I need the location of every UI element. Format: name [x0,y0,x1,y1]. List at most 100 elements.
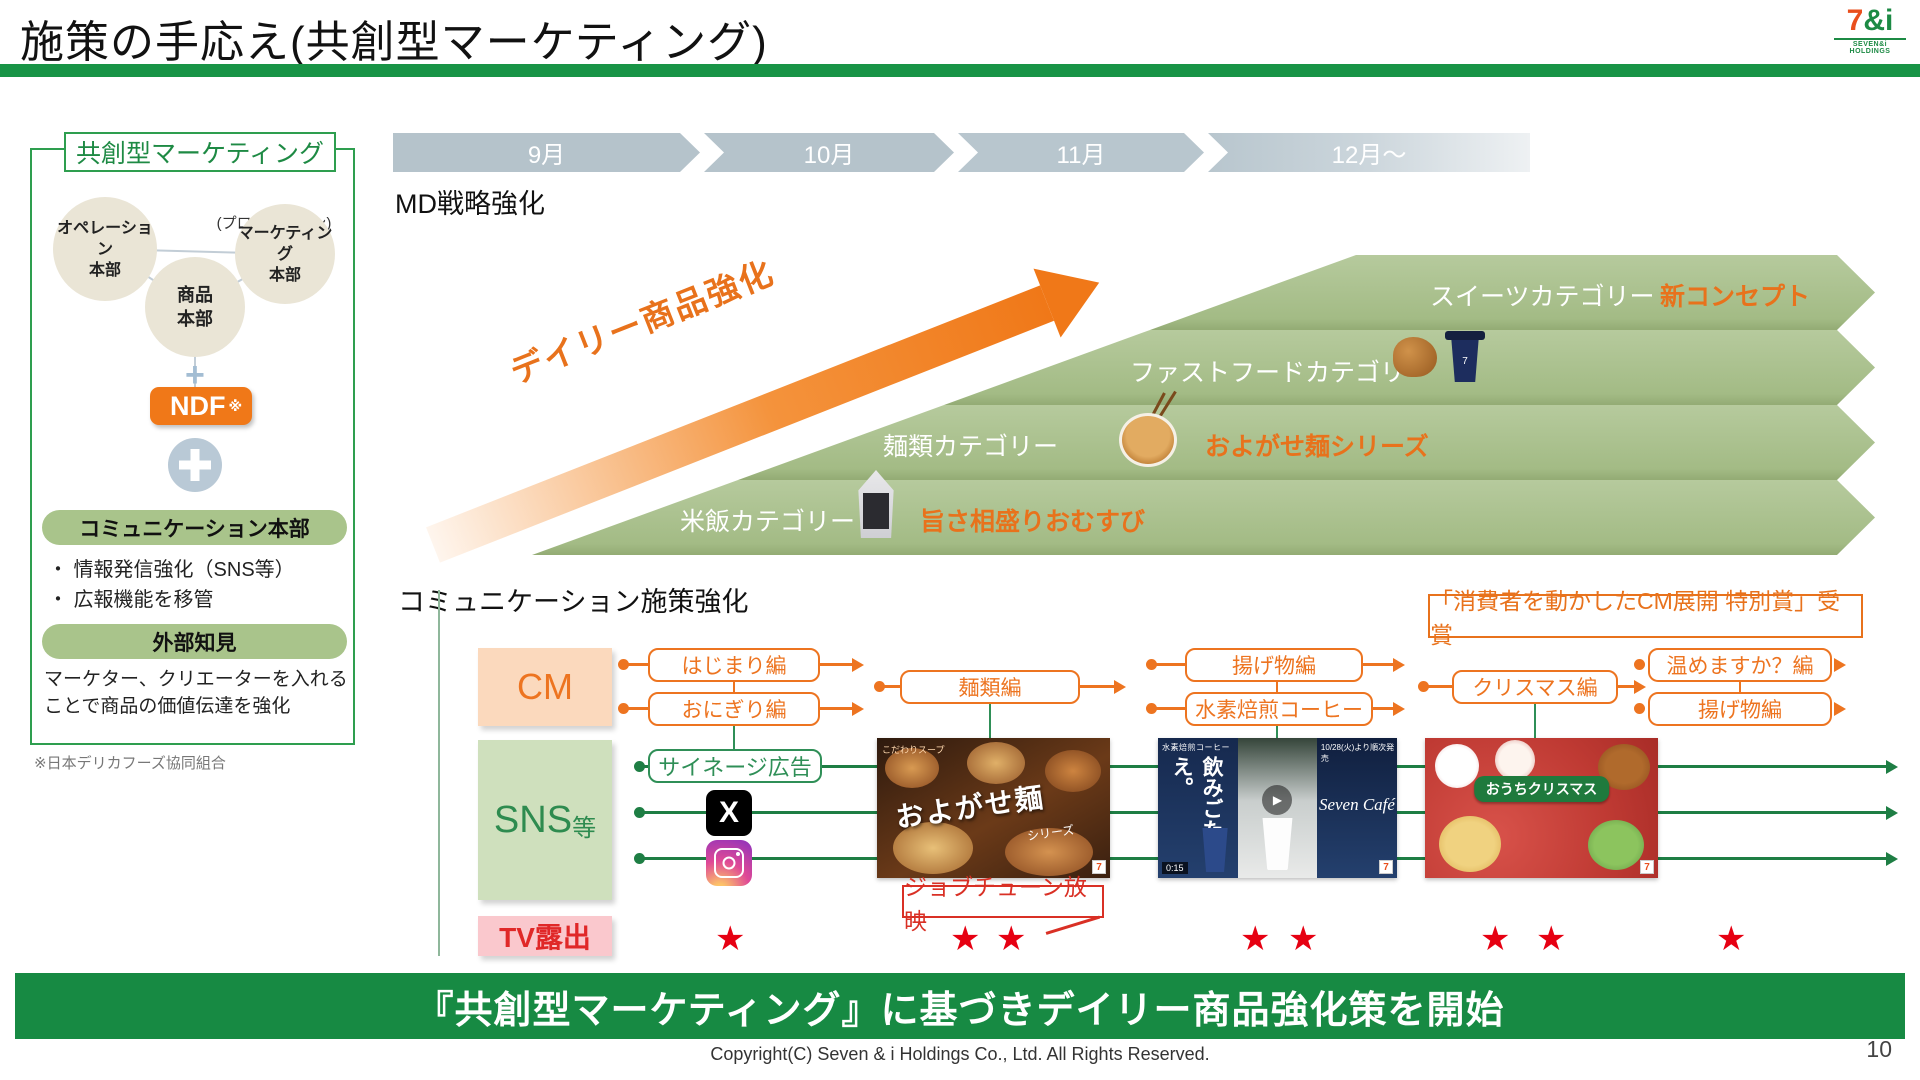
coffee-ad-duration: 0:15 [1162,862,1188,874]
cm-connector-dot [1634,659,1645,670]
growth-arrow-label: デイリー商品強化 [505,253,780,391]
plus-connector: + [185,356,205,394]
onigiri-label-band [863,493,889,529]
sns-line-arrow [1886,760,1898,774]
timeline-month-dec: 12月～ [1208,133,1530,172]
cm-box-agemono-2: 揚げ物編 [1648,692,1832,726]
cm-pair-stub [1276,682,1278,692]
cm-connector-arrow [1834,702,1846,716]
sns-label-text: SNS [493,798,573,841]
tv-star: ★ [1240,920,1271,958]
month-label: 10月 [803,142,855,169]
cm-box-hajimari: はじまり編 [648,648,820,682]
ramen-bowl-icon [1119,413,1177,467]
cm-connector-arrow [852,702,864,716]
md-section-title: MD戦略強化 [395,189,545,219]
cm-to-sns-stub [989,704,991,740]
cm-connector-line [1150,663,1185,666]
cm-connector-line [1618,685,1634,688]
cm-connector-line [1080,685,1114,688]
rice-highlight: 旨さ相盛りおむすび [920,508,1146,536]
cm-to-sns-stub [1534,704,1536,740]
sns-line-arrow [1886,852,1898,866]
tv-star: ★ [1288,920,1319,958]
sns-label-suffix: 等 [572,814,597,842]
x-glyph: X [718,796,739,829]
instagram-icon [706,840,752,886]
cm-box-agemono-1: 揚げ物編 [1185,648,1363,682]
timeline-month-oct: 10月 [704,133,954,172]
coffee-ad-date: 10/28(火)より順次発売 [1320,743,1395,763]
timeline-month-sep: 9月 [393,133,700,172]
noodles-highlight: およがせ麺シリーズ [1205,433,1429,461]
sns-line-dot [634,761,645,772]
tv-star: ★ [996,920,1027,958]
cm-connector-dot [1634,703,1645,714]
cm-to-sns-stub [733,726,735,752]
coffee-ad-brand: Seven Café [1318,795,1395,815]
cm-connector-line [622,663,650,666]
tv-star: ★ [1480,920,1511,958]
sweets-highlight: 新コンセプト [1660,283,1811,311]
comm-bullet-2: ・ 広報機能を移管 [48,589,214,611]
sns-line-dot [634,853,645,864]
tv-star: ★ [1716,920,1747,958]
page-title: 施策の手応え(共創型マーケティング) [20,18,768,67]
coffee-ad-copy: 飲みごたえ。 [1170,756,1223,840]
sweets-category-label: スイーツカテゴリー [1430,283,1655,311]
cm-pair-stub [733,682,735,692]
marketing-division-circle: マーケティング 本部 [235,204,335,304]
tv-star: ★ [950,920,981,958]
tv-star: ★ [715,920,746,958]
jobtune-box: ジョブチューン放映 [902,874,1104,934]
cm-connector-line [1150,707,1185,710]
timeline-month-nov: 11月 [958,133,1204,172]
rice-category-label: 米飯カテゴリー [680,508,856,536]
cm-box-christmas: クリスマス編 [1452,670,1618,704]
cm-to-sns-stub [1276,726,1278,740]
cm-connector-line [820,707,852,710]
external-knowledge-pill: 外部知見 [42,624,347,659]
communication-division-pill: コミュニケーション本部 [42,510,347,545]
co-creation-title: 共創型マーケティング [64,132,336,172]
cm-pair-stub [1739,682,1741,692]
copyright-text: Copyright(C) Seven & i Holdings Co., Ltd… [710,1044,1210,1064]
logo-caption: SEVEN&i HOLDINGS [1834,38,1906,55]
seven-eleven-logo-chip: 7 [1092,860,1106,874]
tv-row-label: TV露出 [478,916,612,956]
ramen-ad-image: こだわりスープ およがせ麺 シリーズ 7 [877,738,1110,878]
christmas-ad-ribbon: おうちクリスマス [1473,776,1610,802]
logo-mark: 7&i [1846,4,1894,37]
product-division-circle: 商品 本部 [145,257,245,357]
seven-eleven-logo-chip: 7 [1640,860,1654,874]
row-rail-line [438,590,440,956]
title-divider [0,64,1920,77]
cm-connector-line [622,707,650,710]
coffee-ad-right-panel: 10/28(火)より順次発売 Seven Café 7 [1316,738,1397,878]
coffee-ad-image: 水素焙煎コーヒー 飲みごたえ。 0:15 ▶ 10/28(火)より順次発売 Se… [1158,738,1397,878]
month-label: 11月 [1056,142,1106,169]
cm-connector-arrow [1114,680,1126,694]
coffee-white-cup [1262,818,1293,870]
cm-connector-line [878,685,900,688]
cm-box-suiso-coffee: 水素焙煎コーヒー [1185,692,1373,726]
external-knowledge-desc: マーケター、クリエーターを入れる ことで商品の価値伝達を強化 [44,669,348,717]
award-box: 「消費者を動かしたCM展開 特別賞」受賞 [1428,588,1863,648]
comm-bullet-1: ・ 情報発信強化（SNS等） [48,559,295,581]
co-creation-panel: 共創型マーケティング (プロモーション) オペレーション 本部 マーケティング … [30,132,355,745]
comm-section-title: コミュニケーション施策強化 [398,587,749,617]
tv-star: ★ [1536,920,1567,958]
cm-connector-arrow [1834,658,1846,672]
md-roadmap: スイーツカテゴリー 新コンセプト ファストフードカテゴリー 7 麺類カテゴリー … [393,248,1875,563]
cm-connector-arrow [1634,680,1646,694]
coffee-cup-icon: 7 [1451,340,1479,382]
cm-connector-arrow [1393,702,1405,716]
cm-connector-line [1422,685,1452,688]
ramen-ad-badge: こだわりスープ [882,745,945,755]
christmas-ad-image: おうちクリスマス 7 [1425,738,1658,878]
x-twitter-icon: X [706,790,752,836]
cm-box-atatame: 温めますか？編 [1648,648,1832,682]
cm-row-label: CM [478,648,612,726]
